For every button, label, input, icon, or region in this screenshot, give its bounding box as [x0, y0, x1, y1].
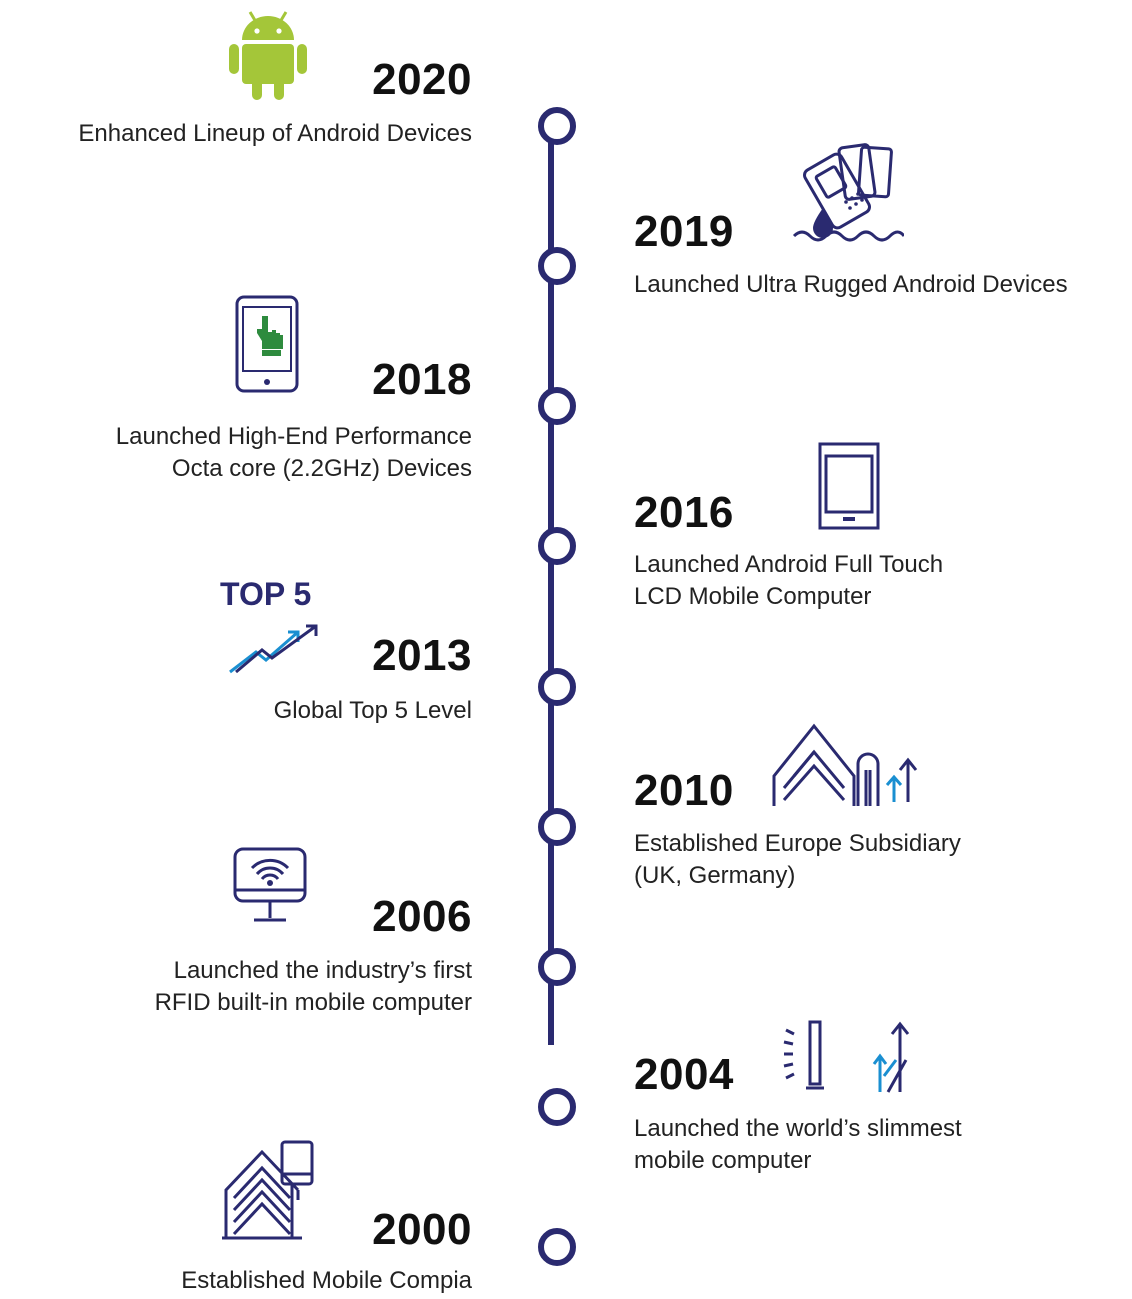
timeline-node-2004 [538, 1088, 576, 1126]
android-robot-icon [229, 11, 307, 100]
event-year: 2006 [372, 892, 472, 941]
event-year: 2020 [372, 55, 472, 104]
event-description: Global Top 5 Level [273, 697, 472, 724]
event-description: Enhanced Lineup of Android Devices [78, 120, 472, 147]
touch-phone-icon [235, 295, 299, 393]
timeline-axis [548, 120, 554, 1045]
slim-device-arrows-icon [783, 1020, 910, 1093]
timeline-node-2013 [538, 668, 576, 706]
event-year: 2000 [372, 1205, 472, 1254]
event-year: 2018 [372, 355, 472, 404]
timeline-node-2020 [538, 107, 576, 145]
timeline-node-2006 [538, 948, 576, 986]
tablet-icon [818, 442, 880, 530]
event-description: Launched High-End Performance Octa core … [115, 423, 472, 482]
timeline-node-2016 [538, 527, 576, 565]
event-year: 2010 [634, 766, 734, 815]
event-year: 2019 [634, 207, 734, 256]
timeline-node-2018 [538, 387, 576, 425]
event-description: Launched Android Full Touch LCD Mobile C… [634, 551, 944, 610]
event-description: Launched the world’s slimmest mobile com… [634, 1115, 962, 1174]
top5-label: TOP 5 [220, 576, 312, 612]
timeline-node-2010 [538, 808, 576, 846]
event-description: Established Europe Subsidiary (UK, Germa… [634, 830, 961, 889]
rugged-phones-water-icon [792, 143, 904, 242]
growth-arrows-icon [229, 624, 318, 674]
event-year: 2016 [634, 488, 734, 537]
building-phone-icon [222, 1140, 314, 1240]
timeline-node-2000 [538, 1228, 576, 1266]
event-description: Launched the industry’s first RFID built… [154, 957, 472, 1016]
timeline-node-2019 [538, 247, 576, 285]
event-description: Established Mobile Compia [181, 1267, 472, 1294]
rfid-monitor-icon [233, 847, 307, 922]
event-year: 2013 [372, 631, 472, 680]
buildings-arrows-icon [772, 723, 918, 806]
event-description: Launched Ultra Rugged Android Devices [634, 271, 1068, 298]
event-year: 2004 [634, 1050, 734, 1099]
